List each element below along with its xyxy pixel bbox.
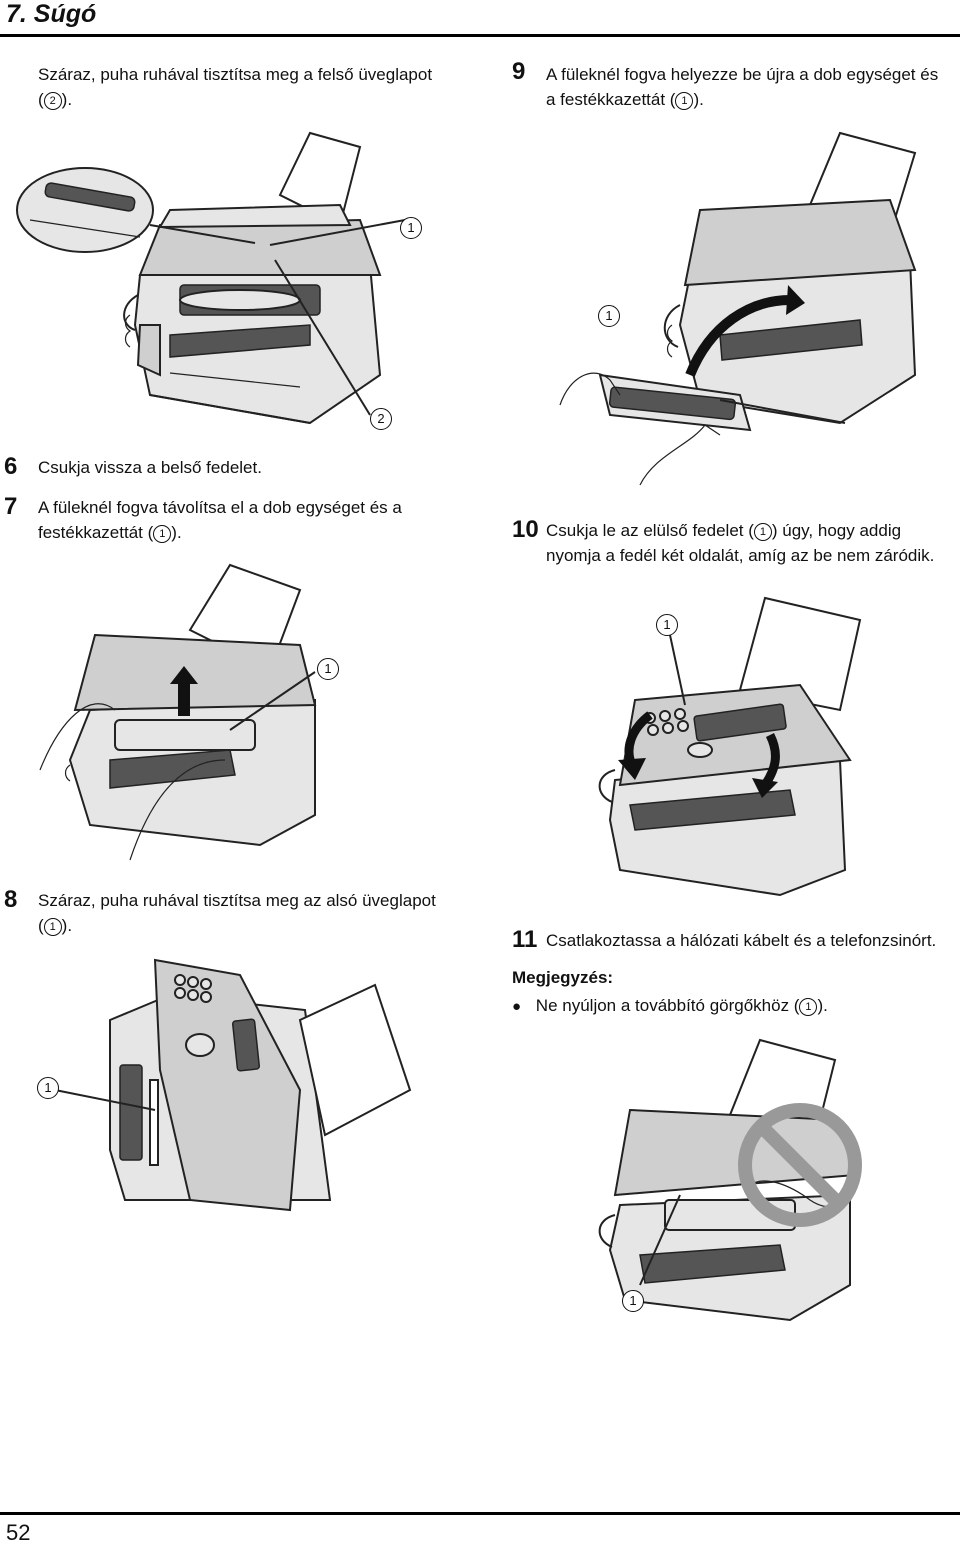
step-number: 10 — [512, 516, 539, 543]
fax-machine-open-illustration — [16, 131, 406, 425]
note-item: ● Ne nyúljon a továbbító görgőkhöz (1). — [512, 996, 828, 1016]
step-number: 9 — [512, 58, 526, 85]
callout-1: 1 — [598, 305, 620, 327]
step-number: 6 — [4, 453, 18, 480]
callout-marker-icon: 1 — [753, 523, 772, 541]
callout-1: 1 — [37, 1077, 59, 1099]
step-number: 8 — [4, 886, 18, 913]
illustration-clean-lower-glass: 1 — [30, 950, 430, 1212]
callout-marker-icon: 1 — [153, 525, 172, 543]
bullet-icon: ● — [512, 998, 522, 1015]
callout-1: 1 — [656, 614, 678, 636]
step-5-text: Száraz, puha ruhával tisztítsa meg a fel… — [38, 65, 433, 110]
callout-marker-icon: 2 — [43, 92, 62, 110]
callout-marker-icon: 1 — [675, 92, 694, 110]
step-6-text: Csukja vissza a belső fedelet. — [38, 458, 262, 477]
step-number: 7 — [4, 493, 18, 520]
callout-marker-icon: 1 — [43, 918, 62, 936]
step-11-text: Csatlakoztassa a hálózati kábelt és a te… — [546, 931, 937, 950]
fax-machine-closed-illustration — [598, 596, 862, 897]
page-number: 52 — [6, 1520, 31, 1545]
fax-machine-tilted-illustration — [54, 958, 412, 1212]
prohibition-icon — [738, 1103, 862, 1227]
callout-1: 1 — [317, 658, 339, 680]
fax-machine-rollers-illustration — [598, 1038, 862, 1322]
fax-machine-drum-insert-illustration — [559, 131, 917, 486]
callout-marker-icon: 1 — [799, 998, 818, 1016]
illustration-do-not-touch-rollers: 1 — [580, 1035, 900, 1325]
step-10-text: Csukja le az elülső fedelet (1) úgy, hog… — [546, 521, 935, 565]
step-number: 11 — [512, 926, 538, 953]
illustration-close-front-cover: 1 — [590, 590, 930, 900]
callout-1: 1 — [400, 217, 422, 239]
header-rule — [0, 34, 960, 37]
illustration-clean-upper-glass: 1 2 — [10, 125, 450, 445]
footer-rule — [0, 1512, 960, 1515]
illustration-remove-drum: 1 — [30, 560, 460, 870]
step-7-text: A füleknél fogva távolítsa el a dob egys… — [38, 498, 402, 543]
note-title: Megjegyzés: — [512, 968, 614, 987]
section-title: 7. Súgó — [6, 0, 97, 28]
fax-machine-drum-remove-illustration — [39, 563, 317, 861]
illustration-reinstall-drum: 1 — [540, 125, 940, 500]
callout-1: 1 — [622, 1290, 644, 1312]
step-9-text: A füleknél fogva helyezze be újra a dob … — [546, 65, 939, 110]
callout-2: 2 — [370, 408, 392, 430]
step-8-text: Száraz, puha ruhával tisztítsa meg az al… — [38, 891, 436, 936]
